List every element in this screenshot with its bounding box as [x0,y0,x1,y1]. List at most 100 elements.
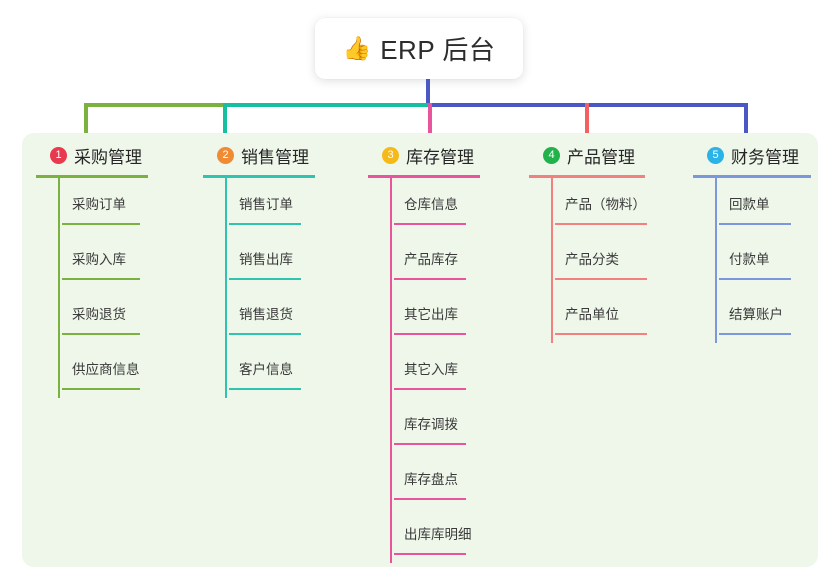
leaf-item[interactable]: 产品单位 [555,288,679,343]
leaf-label: 采购入库 [72,252,126,267]
thumbs-up-icon: 👍 [342,35,372,61]
leaf-underline [555,278,647,280]
diagram-panel [22,133,818,567]
leaf-label: 客户信息 [239,362,293,377]
leaf-item[interactable]: 销售退货 [229,288,353,343]
leaf-label: 回款单 [729,197,770,212]
branch-spine [225,178,227,398]
leaf-label: 仓库信息 [404,197,458,212]
leaf-label: 销售出库 [239,252,293,267]
branch-column-2: 2 销售管理销售订单销售出库销售退货客户信息 [203,142,353,398]
root-title: ERP 后台 [380,35,496,65]
branch-items: 产品（物料） 产品分类产品单位 [529,178,679,343]
branch-underline [36,175,148,178]
leaf-label: 采购退货 [72,307,126,322]
leaf-item[interactable]: 付款单 [719,233,839,288]
branch-title: 库存管理 [406,147,474,167]
leaf-underline [394,388,466,390]
leaf-label: 结算账户 [729,307,783,322]
leaf-label: 产品分类 [565,252,619,267]
branch-header-5[interactable]: 5 财务管理 [693,142,839,168]
leaf-underline [62,278,140,280]
leaf-item[interactable]: 销售订单 [229,178,353,233]
connector-drop-3 [428,103,432,136]
branch-items: 仓库信息产品库存其它出库其它入库库存调拨库存盘点出库库明细 [368,178,518,563]
connector-drop-1 [84,103,88,136]
branch-number-badge: 3 [382,146,399,164]
root-node[interactable]: 👍 ERP 后台 [315,18,523,79]
leaf-label: 销售退货 [239,307,293,322]
leaf-underline [555,333,647,335]
branch-spine [715,178,717,343]
leaf-item[interactable]: 产品库存 [394,233,518,288]
leaf-label: 出库库明细 [404,527,472,542]
leaf-item[interactable]: 采购退货 [62,288,186,343]
branch-number-badge: 2 [217,146,234,164]
connector-drop-4 [585,103,589,136]
branch-spine [58,178,60,398]
branch-spine [390,178,392,563]
branch-underline [368,175,480,178]
leaf-item[interactable]: 销售出库 [229,233,353,288]
leaf-label: 采购订单 [72,197,126,212]
leaf-underline [719,333,791,335]
leaf-item[interactable]: 客户信息 [229,343,353,398]
branch-number-badge: 5 [707,146,724,164]
connector-bar-green [84,103,223,107]
leaf-underline [719,223,791,225]
branch-items: 销售订单销售出库销售退货客户信息 [203,178,353,398]
leaf-item[interactable]: 产品（物料） [555,178,679,233]
branch-underline [693,175,811,178]
leaf-label: 库存盘点 [404,472,458,487]
root-connector-stem [426,79,430,106]
leaf-label: 付款单 [729,252,770,267]
leaf-underline [719,278,791,280]
branch-spine [551,178,553,343]
leaf-item[interactable]: 供应商信息 [62,343,186,398]
leaf-item[interactable]: 结算账户 [719,288,839,343]
leaf-item[interactable]: 采购入库 [62,233,186,288]
branch-items: 采购订单采购入库采购退货供应商信息 [36,178,186,398]
leaf-underline [394,553,466,555]
leaf-underline [229,333,301,335]
leaf-item[interactable]: 仓库信息 [394,178,518,233]
leaf-item[interactable]: 出库库明细 [394,508,518,563]
leaf-item[interactable]: 产品分类 [555,233,679,288]
leaf-underline [394,498,466,500]
leaf-underline [62,388,140,390]
branch-underline [203,175,315,178]
branch-items: 回款单付款单结算账户 [693,178,839,343]
leaf-item[interactable]: 库存调拨 [394,398,518,453]
branch-title: 销售管理 [241,147,309,167]
branch-header-2[interactable]: 2 销售管理 [203,142,353,168]
leaf-label: 产品（物料） [565,197,646,212]
connector-drop-5 [744,103,748,136]
branch-underline [529,175,645,178]
leaf-label: 销售订单 [239,197,293,212]
leaf-item[interactable]: 其它入库 [394,343,518,398]
leaf-underline [394,333,466,335]
leaf-label: 产品单位 [565,307,619,322]
branch-number-badge: 1 [50,146,67,164]
leaf-underline [555,223,647,225]
leaf-item[interactable]: 回款单 [719,178,839,233]
leaf-underline [62,223,140,225]
leaf-underline [394,278,466,280]
leaf-label: 库存调拨 [404,417,458,432]
connector-drop-2 [223,103,227,136]
connector-bar-teal [223,103,428,107]
leaf-label: 供应商信息 [72,362,140,377]
branch-title: 财务管理 [731,147,799,167]
branch-column-5: 5 财务管理回款单付款单结算账户 [693,142,839,343]
branch-header-3[interactable]: 3 库存管理 [368,142,518,168]
leaf-label: 其它出库 [404,307,458,322]
leaf-item[interactable]: 其它出库 [394,288,518,343]
leaf-item[interactable]: 库存盘点 [394,453,518,508]
leaf-item[interactable]: 采购订单 [62,178,186,233]
leaf-underline [229,388,301,390]
